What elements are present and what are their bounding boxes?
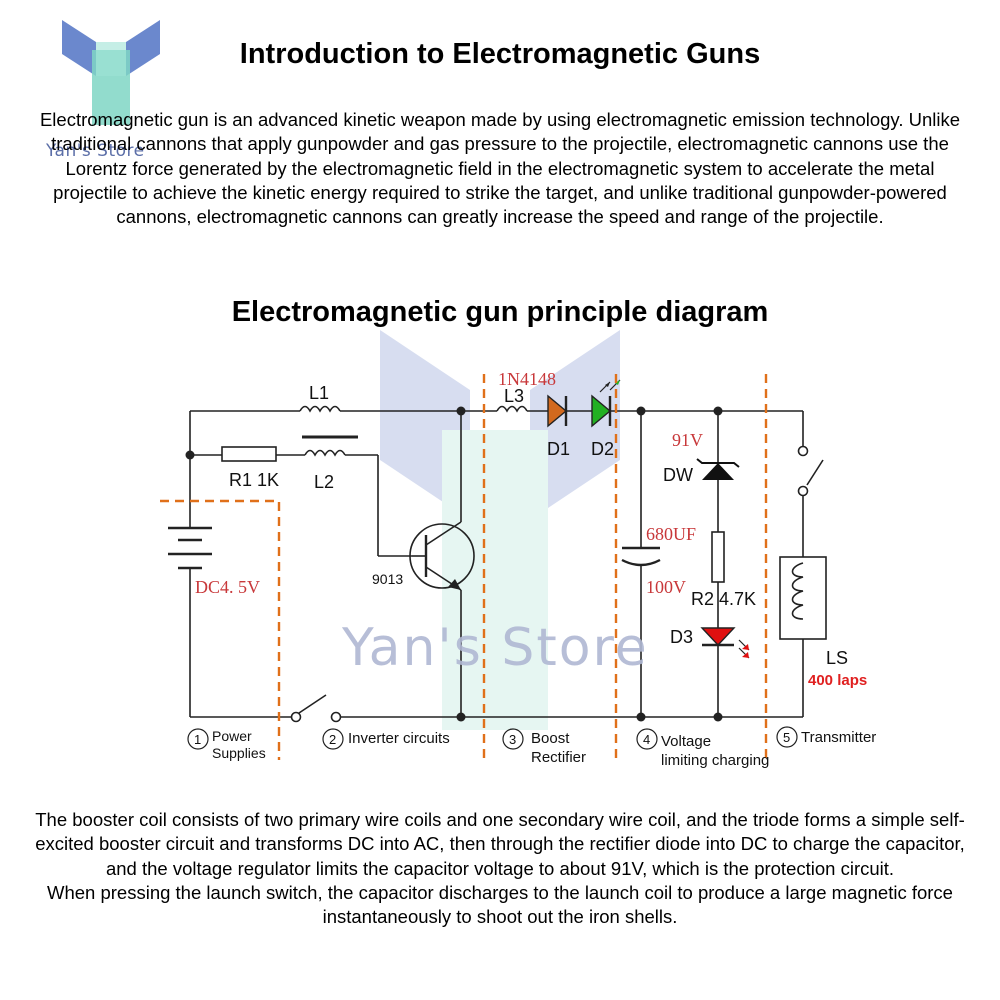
circuit-diagram: L1 L2 L3 R1 1K D1 D2 DW R2 4.7K D3 LS 90… bbox=[160, 369, 876, 769]
label-ls: LS bbox=[826, 648, 848, 668]
section-1-line1: Power bbox=[212, 728, 252, 744]
label-l2: L2 bbox=[314, 472, 334, 492]
label-l3: L3 bbox=[504, 386, 524, 406]
explanation-paragraph-1: The booster coil consists of two primary… bbox=[35, 809, 965, 879]
section-4-num: 4 bbox=[643, 732, 650, 747]
label-laps: 400 laps bbox=[808, 672, 867, 689]
label-zener-voltage: 91V bbox=[672, 430, 703, 450]
section-3-line2: Rectifier bbox=[531, 749, 586, 766]
section-2-num: 2 bbox=[329, 732, 336, 747]
label-r2: R2 4.7K bbox=[691, 589, 756, 609]
section-5-num: 5 bbox=[783, 730, 790, 745]
label-l1: L1 bbox=[309, 383, 329, 403]
watermark-shape bbox=[380, 330, 620, 730]
store-logo-text: Yan's Store bbox=[46, 141, 145, 161]
explanation-paragraph: The booster coil consists of two primary… bbox=[30, 808, 970, 929]
watermark-text: Yan's Store bbox=[342, 618, 649, 678]
label-d3: D3 bbox=[670, 627, 693, 647]
label-r1: R1 1K bbox=[229, 470, 279, 490]
explanation-paragraph-2: When pressing the launch switch, the cap… bbox=[47, 881, 953, 928]
section-2-line1: Inverter circuits bbox=[348, 730, 450, 747]
store-logo bbox=[62, 20, 160, 125]
intro-paragraph: Electromagnetic gun is an advanced kinet… bbox=[39, 109, 961, 228]
diagram-title: Electromagnetic gun principle diagram bbox=[231, 296, 769, 328]
section-3-num: 3 bbox=[509, 732, 516, 747]
label-battery: DC4. 5V bbox=[195, 577, 260, 597]
intro-title: Introduction to Electromagnetic Guns bbox=[239, 38, 761, 70]
section-1-num: 1 bbox=[194, 732, 201, 747]
label-dw: DW bbox=[663, 465, 693, 485]
label-transistor: 9013 bbox=[372, 571, 403, 587]
section-4-line2: limiting charging bbox=[661, 752, 769, 769]
section-4-line1: Voltage bbox=[661, 733, 711, 750]
section-1-line2: Supplies bbox=[212, 745, 266, 761]
label-d1: D1 bbox=[547, 439, 570, 459]
label-cap-voltage: 100V bbox=[646, 577, 686, 597]
section-5-line1: Transmitter bbox=[801, 729, 876, 746]
label-diode-model: 1N4148 bbox=[498, 369, 556, 389]
label-capacitance: 680UF bbox=[646, 524, 696, 544]
label-d2: D2 bbox=[591, 439, 614, 459]
section-3-line1: Boost bbox=[531, 730, 570, 747]
